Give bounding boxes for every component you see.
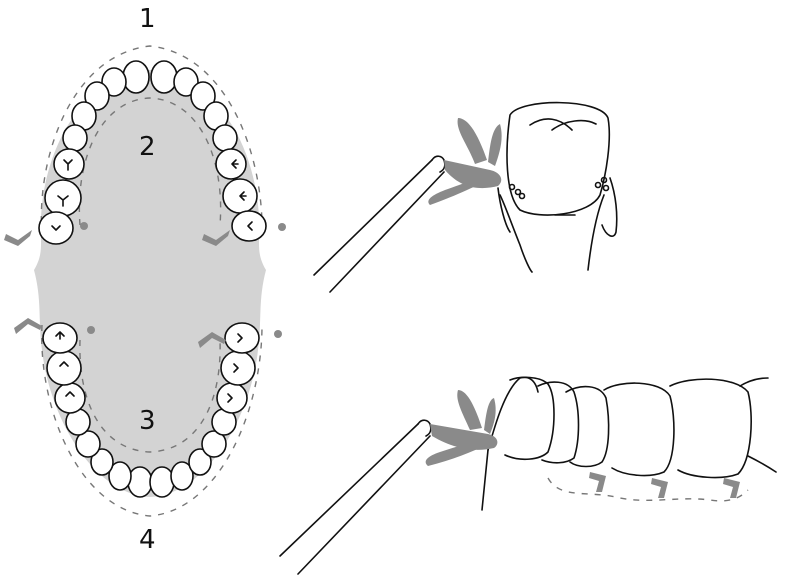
region-label-4: 4 <box>139 527 156 553</box>
lower-water-jet-icon <box>426 390 498 466</box>
region-label-1: 1 <box>139 6 156 32</box>
upper-water-jet-icon <box>428 118 501 205</box>
lower-irrigator-tip-icon <box>280 420 431 574</box>
molar-cross-section-icon <box>498 103 617 272</box>
upper-irrigator-tip-icon <box>314 156 445 292</box>
region-label-3: 3 <box>139 408 156 434</box>
side-teeth-icon <box>482 377 776 510</box>
region-label-2: 2 <box>139 134 156 160</box>
